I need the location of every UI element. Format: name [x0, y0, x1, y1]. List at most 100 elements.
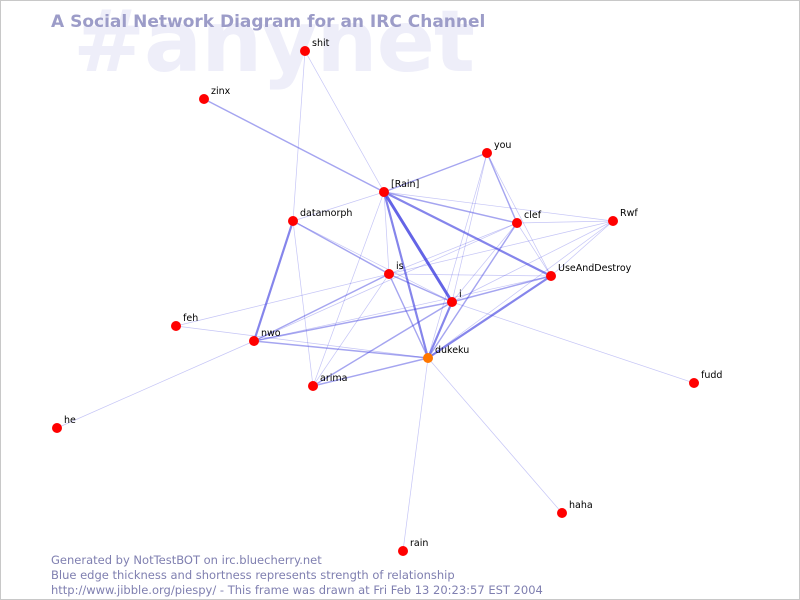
footer: Generated by NotTestBOT on irc.bluecherr… [51, 553, 543, 598]
edge-shit-datamorph [292, 50, 306, 222]
edge-nwo-dukeku [253, 340, 429, 359]
node-nwo: nwo [249, 328, 281, 346]
node-label-arima: arima [320, 373, 347, 384]
node-dot-clef [512, 218, 522, 228]
node-fudd: fudd [689, 370, 722, 388]
edge-rain_b-datamorph [292, 191, 385, 222]
edge-you-dukeku [427, 152, 488, 359]
node-dot-he [52, 423, 62, 433]
node-label-he: he [64, 415, 76, 426]
edge-you-uad [486, 152, 552, 277]
node-dot-feh [171, 321, 181, 331]
node-rain: rain [398, 538, 428, 556]
node-datamorph: datamorph [288, 208, 352, 226]
channel-watermark: #anynet [73, 0, 475, 92]
node-label-haha: haha [569, 500, 593, 511]
node-label-rain_b: [Rain] [391, 179, 419, 190]
edge-rain_b-you [383, 152, 488, 193]
node-dot-shit [300, 46, 310, 56]
node-dot-rwf [608, 216, 618, 226]
edge-clef-nwo [253, 222, 518, 342]
edge-i-nwo [253, 301, 453, 342]
node-label-i: i [459, 289, 462, 300]
node-label-uad: UseAndDestroy [558, 263, 632, 274]
node-shit: shit [300, 38, 330, 56]
edge-rain_b-is [383, 191, 390, 275]
edge-uad-i [451, 275, 552, 303]
edge-is-dukeku [388, 273, 429, 359]
edge-is-nwo [253, 273, 390, 342]
node-label-clef: clef [524, 210, 542, 221]
edge-dukeku-rain [402, 357, 429, 552]
node-zinx: zinx [199, 86, 231, 104]
node-is: is [384, 261, 404, 279]
edge-dukeku-arima [312, 357, 429, 387]
node-label-shit: shit [312, 38, 330, 49]
node-dot-arima [308, 381, 318, 391]
edge-dukeku-haha [427, 357, 563, 514]
node-label-rwf: Rwf [620, 208, 638, 219]
edge-feh-dukeku [175, 325, 429, 359]
node-dot-you [482, 148, 492, 158]
edge-rwf-uad [550, 220, 614, 277]
edge-you-clef [486, 152, 518, 224]
node-label-rain: rain [410, 538, 428, 549]
footer-legend-note: Blue edge thickness and shortness repres… [51, 568, 455, 582]
node-label-is: is [396, 261, 404, 272]
edge-is-i [388, 273, 453, 303]
node-dot-uad [546, 271, 556, 281]
footer-source-timestamp: http://www.jibble.org/piespy/ - This fra… [51, 583, 543, 597]
edge-rwf-i [451, 220, 614, 303]
edge-is-feh [175, 273, 390, 327]
edge-rain_b-clef [383, 191, 518, 224]
edge-you-i [451, 152, 488, 303]
footer-generated-by: Generated by NotTestBOT on irc.bluecherr… [51, 553, 322, 567]
node-he: he [52, 415, 76, 433]
edge-rwf-is [388, 220, 614, 275]
edge-datamorph-is [292, 220, 390, 275]
edge-i-dukeku [426, 300, 454, 360]
edges-layer [56, 50, 695, 552]
node-label-you: you [494, 140, 511, 151]
edge-uad-nwo [253, 275, 552, 342]
node-dot-fudd [689, 378, 699, 388]
edge-clef-i [451, 222, 518, 303]
node-label-datamorph: datamorph [300, 208, 352, 219]
node-dot-rain [398, 546, 408, 556]
node-feh: feh [171, 313, 198, 331]
edge-nwo-he [56, 340, 255, 429]
node-label-zinx: zinx [211, 86, 231, 97]
node-dot-is [384, 269, 394, 279]
edge-clef-rwf [516, 220, 614, 224]
node-dot-zinx [199, 94, 209, 104]
node-dot-haha [557, 508, 567, 518]
edge-rain_b-uad [382, 190, 553, 278]
node-i: i [447, 289, 462, 307]
edge-rain_b-dukeku [382, 190, 430, 360]
node-label-nwo: nwo [261, 328, 281, 339]
node-rain_b: [Rain] [379, 179, 419, 197]
edge-rain_b-i [382, 190, 454, 304]
node-dot-dukeku [423, 353, 433, 363]
page-title: A Social Network Diagram for an IRC Chan… [51, 12, 486, 32]
node-dot-i [447, 297, 457, 307]
edge-clef-is [388, 222, 518, 275]
node-arima: arima [308, 373, 347, 391]
edge-datamorph-nwo [252, 219, 295, 343]
edge-datamorph-arima [292, 220, 314, 387]
edge-clef-uad [516, 222, 552, 277]
edge-rwf-dukeku [427, 220, 614, 359]
node-rwf: Rwf [608, 208, 638, 226]
edge-datamorph-i [292, 220, 453, 303]
node-you: you [482, 140, 511, 158]
node-dot-datamorph [288, 216, 298, 226]
edge-i-fudd [451, 301, 695, 384]
node-uad: UseAndDestroy [546, 263, 632, 281]
node-haha: haha [557, 500, 593, 518]
nodes-layer: shit zinx you [Rain] datamorph clef Rwf is UseAn… [52, 38, 722, 556]
node-dot-nwo [249, 336, 259, 346]
node-label-feh: feh [183, 313, 198, 324]
edge-rain_b-shit [304, 50, 385, 193]
